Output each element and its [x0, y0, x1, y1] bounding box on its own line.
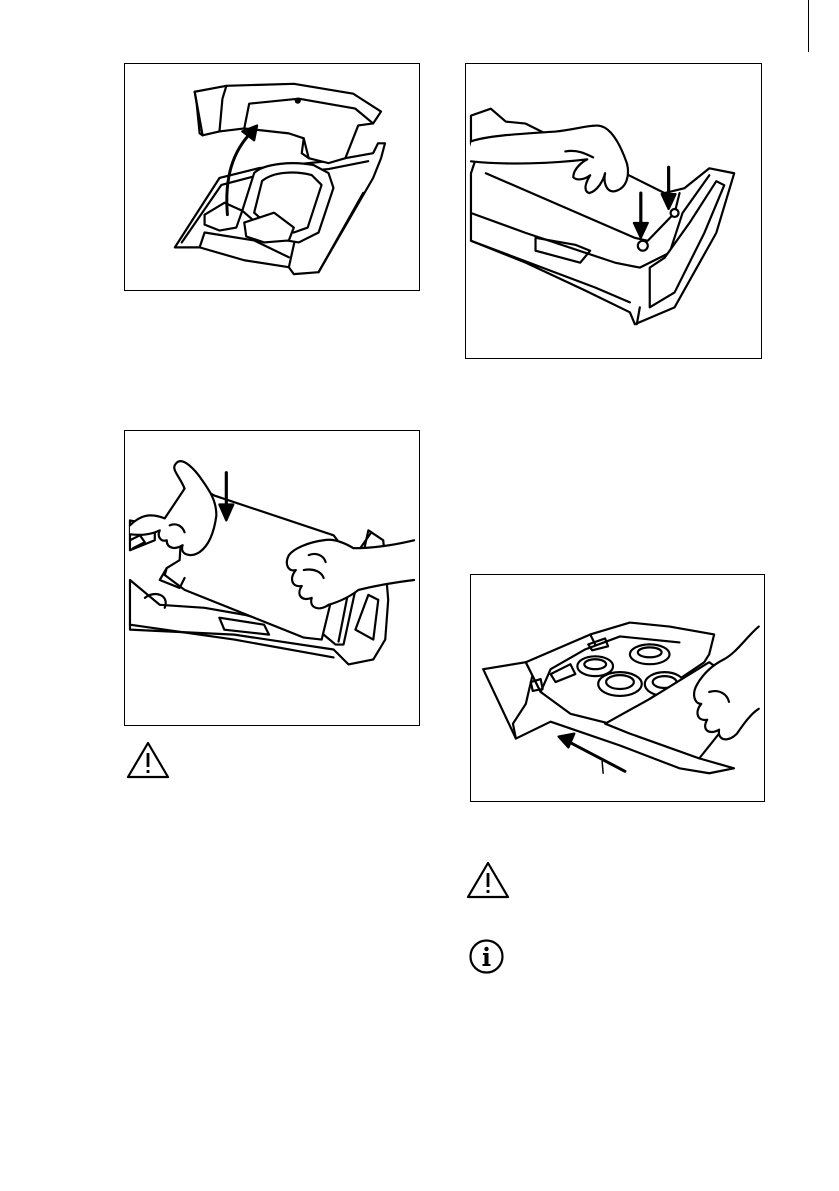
illustration-hands-refit-cover [124, 430, 420, 726]
warning-triangle-icon [126, 741, 170, 779]
illustration-insert-drawer [470, 574, 765, 802]
detergent-drawer-refit-cover-icon [125, 431, 419, 725]
detergent-drawer-insert-icon [471, 575, 764, 801]
warning-triangle-icon [466, 861, 510, 899]
detergent-drawer-press-siphon-icon [466, 64, 761, 358]
crop-mark [808, 0, 809, 52]
detergent-drawer-cover-lift-icon [125, 64, 419, 290]
illustration-press-siphon-down [465, 63, 762, 359]
illustration-lift-siphon-cover [124, 63, 420, 291]
info-circle-icon [469, 939, 504, 974]
